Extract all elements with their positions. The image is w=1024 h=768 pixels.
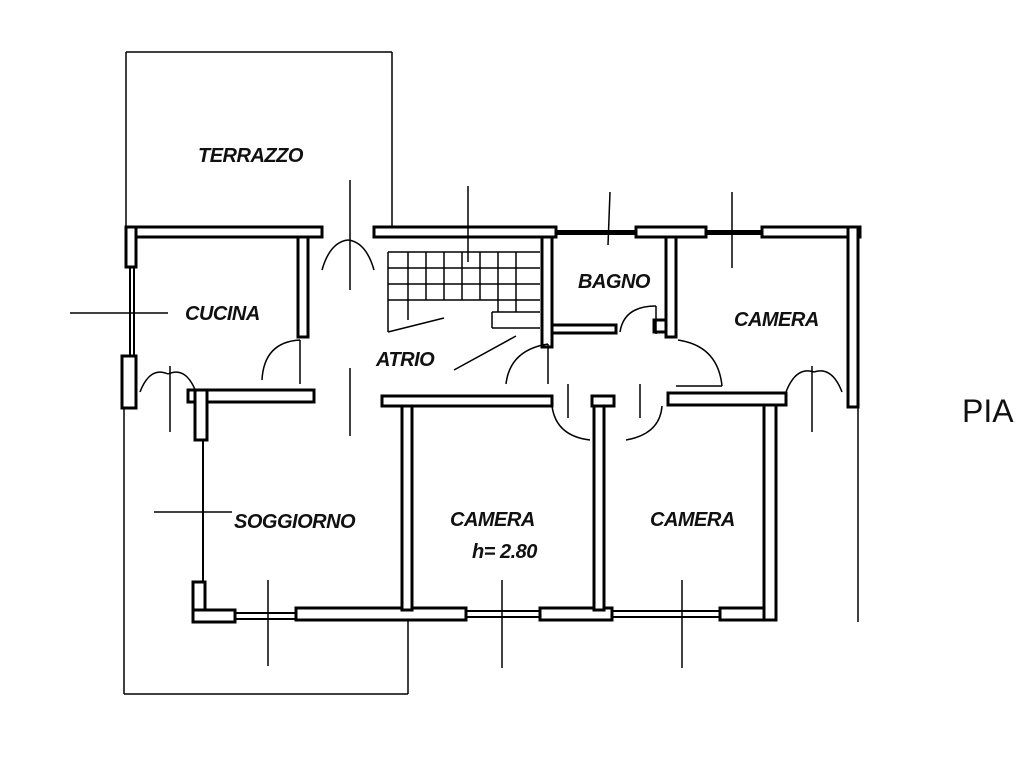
room-label-soggiorno: SOGGIORNO: [234, 511, 356, 533]
room-label-cucina: CUCINA: [185, 303, 260, 325]
room-label-atrio: ATRIO: [375, 349, 435, 371]
interior-walls: [186, 235, 788, 612]
room-label-camera-center: CAMERA: [450, 509, 535, 531]
door-swings: [139, 239, 843, 441]
room-label-ceiling-height: h= 2.80: [472, 541, 537, 563]
room-label-terrazzo: TERRAZZO: [198, 145, 304, 167]
terrace-outline: [125, 51, 393, 230]
section-lines: [70, 180, 813, 668]
balcony-outline: [123, 400, 409, 695]
room-label-camera-se: CAMERA: [650, 509, 735, 531]
floor-title-label: PIA: [962, 393, 1014, 429]
exterior-walls: [120, 225, 862, 624]
room-label-camera-ne: CAMERA: [734, 309, 819, 331]
staircase: [387, 251, 540, 333]
room-label-bagno: BAGNO: [578, 271, 651, 293]
